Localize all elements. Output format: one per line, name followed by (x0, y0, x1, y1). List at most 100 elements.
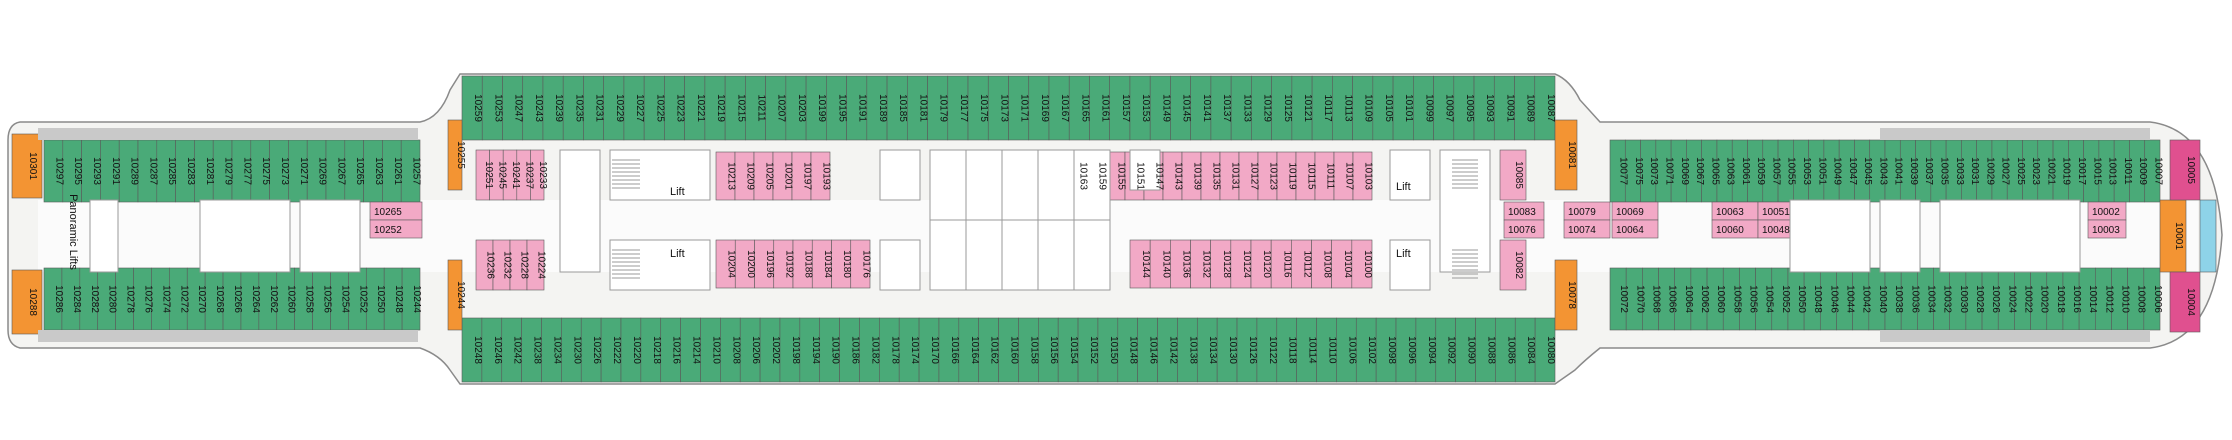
suite-10081-number: 10081 (1566, 141, 1577, 169)
cabin-balcony-10036-number: 10036 (1909, 285, 1920, 313)
cabin-inside-10193[interactable] (810, 151, 831, 201)
cabin-inside-10136-number: 10136 (1180, 250, 1191, 278)
cabin-balcony-10170-number: 10170 (929, 336, 940, 364)
suite-10078[interactable] (1554, 259, 1578, 331)
cabin-inside-10201-number: 10201 (783, 162, 794, 190)
suite-10288[interactable] (11, 269, 43, 335)
cabin-balcony-10080[interactable] (1534, 317, 1556, 383)
cabin-balcony-10248-number: 10248 (393, 285, 404, 313)
cabin-inside-10074[interactable] (1563, 219, 1611, 239)
cabin-balcony-10065-number: 10065 (1709, 157, 1720, 185)
cabin-balcony-10118-number: 10118 (1287, 336, 1298, 364)
cabin-inside-10085[interactable] (1499, 149, 1527, 201)
cabin-balcony-10011-number: 10011 (2122, 157, 2133, 185)
cabin-inside-10188-number: 10188 (803, 250, 814, 278)
cabin-inside-10003-number: 10003 (2092, 225, 2120, 236)
cabin-inside-10155-number: 10155 (1116, 162, 1127, 190)
cabin-balcony-10035-number: 10035 (1938, 157, 1949, 185)
cabin-balcony-10279-number: 10279 (223, 157, 234, 185)
cabin-inside-10003[interactable] (2087, 219, 2127, 239)
suite-10255[interactable] (447, 119, 463, 191)
cabin-balcony-10058-number: 10058 (1731, 285, 1742, 313)
deck-strip-aft-top (38, 128, 418, 140)
cabin-inside-10127-number: 10127 (1249, 162, 1260, 190)
cabin-inside-10252-number: 10252 (374, 225, 402, 236)
cabin-balcony-10055-number: 10055 (1786, 157, 1797, 185)
cabin-inside-10224[interactable] (526, 239, 545, 291)
cabin-inside-10176[interactable] (850, 239, 871, 289)
cabin-inside-10200-number: 10200 (745, 250, 756, 278)
cabin-inside-10074-number: 10074 (1568, 225, 1596, 236)
suite-10244[interactable] (447, 259, 463, 331)
cabin-balcony-10195-number: 10195 (836, 94, 847, 122)
cabin-balcony-10277-number: 10277 (241, 157, 252, 185)
cabin-balcony-10220-number: 10220 (631, 336, 642, 364)
cabin-inside-10233-number: 10233 (537, 161, 548, 189)
cabin-balcony-10235-number: 10235 (573, 94, 584, 122)
cabin-inside-10143-number: 10143 (1173, 162, 1184, 190)
cabin-inside-10193-number: 10193 (821, 162, 832, 190)
cabin-balcony-10077-number: 10077 (1618, 157, 1629, 185)
cabin-balcony-10066-number: 10066 (1667, 285, 1678, 313)
cabin-inside-10111-number: 10111 (1325, 163, 1336, 190)
cabin-balcony-10154-number: 10154 (1068, 336, 1079, 364)
cabin-inside-10124-number: 10124 (1241, 250, 1252, 278)
cabin-balcony-10280-number: 10280 (107, 285, 118, 313)
cabin-balcony-10297-number: 10297 (53, 157, 64, 185)
cabin-balcony-10165-number: 10165 (1079, 94, 1090, 122)
cabin-balcony-10149-number: 10149 (1160, 94, 1171, 122)
cabin-inside-10063-number: 10063 (1716, 207, 1744, 218)
cabin-inside-10252[interactable] (369, 219, 423, 239)
cabin-balcony-10178-number: 10178 (889, 336, 900, 364)
cabin-balcony-10067-number: 10067 (1694, 157, 1705, 185)
cabin-balcony-10242-number: 10242 (512, 336, 523, 364)
cabin-balcony-10117-number: 10117 (1322, 94, 1333, 122)
cabin-inside-10002-number: 10002 (2092, 207, 2120, 218)
cabin-balcony-10034-number: 10034 (1925, 285, 1936, 313)
cabin-balcony-10270-number: 10270 (196, 285, 207, 313)
cabin-balcony-10150-number: 10150 (1108, 336, 1119, 364)
cabin-balcony-10050-number: 10050 (1796, 285, 1807, 313)
cabin-inside-10082[interactable] (1499, 239, 1527, 291)
grand-suite-10005[interactable] (2169, 139, 2201, 201)
cabin-balcony-10044-number: 10044 (1845, 285, 1856, 313)
cabin-balcony-10215-number: 10215 (735, 94, 746, 122)
cabin-balcony-10007[interactable] (2144, 139, 2161, 203)
cabin-inside-10083-number: 10083 (1508, 207, 1536, 218)
cabin-inside-10076[interactable] (1503, 219, 1545, 239)
cabin-balcony-10087-number: 10087 (1545, 94, 1556, 122)
suite-10078-number: 10078 (1566, 281, 1577, 309)
cabin-balcony-10006[interactable] (2143, 267, 2161, 331)
cabin-inside-10132-number: 10132 (1201, 250, 1212, 278)
cabin-balcony-10293-number: 10293 (91, 157, 102, 185)
cabin-balcony-10271-number: 10271 (298, 157, 309, 185)
cabin-balcony-10041-number: 10041 (1893, 157, 1904, 185)
cabin-balcony-10038-number: 10038 (1893, 285, 1904, 313)
public-area-3 (559, 149, 601, 273)
cabin-balcony-10226-number: 10226 (591, 336, 602, 364)
suite-10301[interactable] (11, 133, 43, 199)
cabin-balcony-10243-number: 10243 (533, 94, 544, 122)
cabin-balcony-10087[interactable] (1534, 75, 1556, 141)
public-area-4 (609, 149, 711, 201)
cabin-balcony-10042-number: 10042 (1861, 285, 1872, 313)
cabin-balcony-10162-number: 10162 (989, 336, 1000, 364)
suite-10081[interactable] (1554, 119, 1578, 191)
cabin-inside-10064[interactable] (1611, 219, 1659, 239)
cabin-inside-10147-number: 10147 (1154, 162, 1165, 190)
cabin-inside-10131-number: 10131 (1230, 162, 1241, 190)
cabin-balcony-10071-number: 10071 (1663, 157, 1674, 185)
cabin-balcony-10194-number: 10194 (810, 336, 821, 364)
cabin-inside-10100[interactable] (1351, 239, 1373, 289)
public-area-10 (1389, 149, 1431, 201)
cabin-inside-10103[interactable] (1352, 151, 1373, 201)
grand-suite-10004[interactable] (2169, 271, 2201, 333)
cabin-balcony-10059-number: 10059 (1755, 157, 1766, 185)
cabin-balcony-10068-number: 10068 (1650, 285, 1661, 313)
cabin-inside-10233[interactable] (530, 149, 545, 201)
cabin-balcony-10093-number: 10093 (1484, 94, 1495, 122)
cabin-inside-10176-number: 10176 (860, 250, 871, 278)
cabin-balcony-10225-number: 10225 (654, 94, 665, 122)
corridor (38, 200, 2198, 272)
cabin-inside-10209-number: 10209 (745, 162, 756, 190)
